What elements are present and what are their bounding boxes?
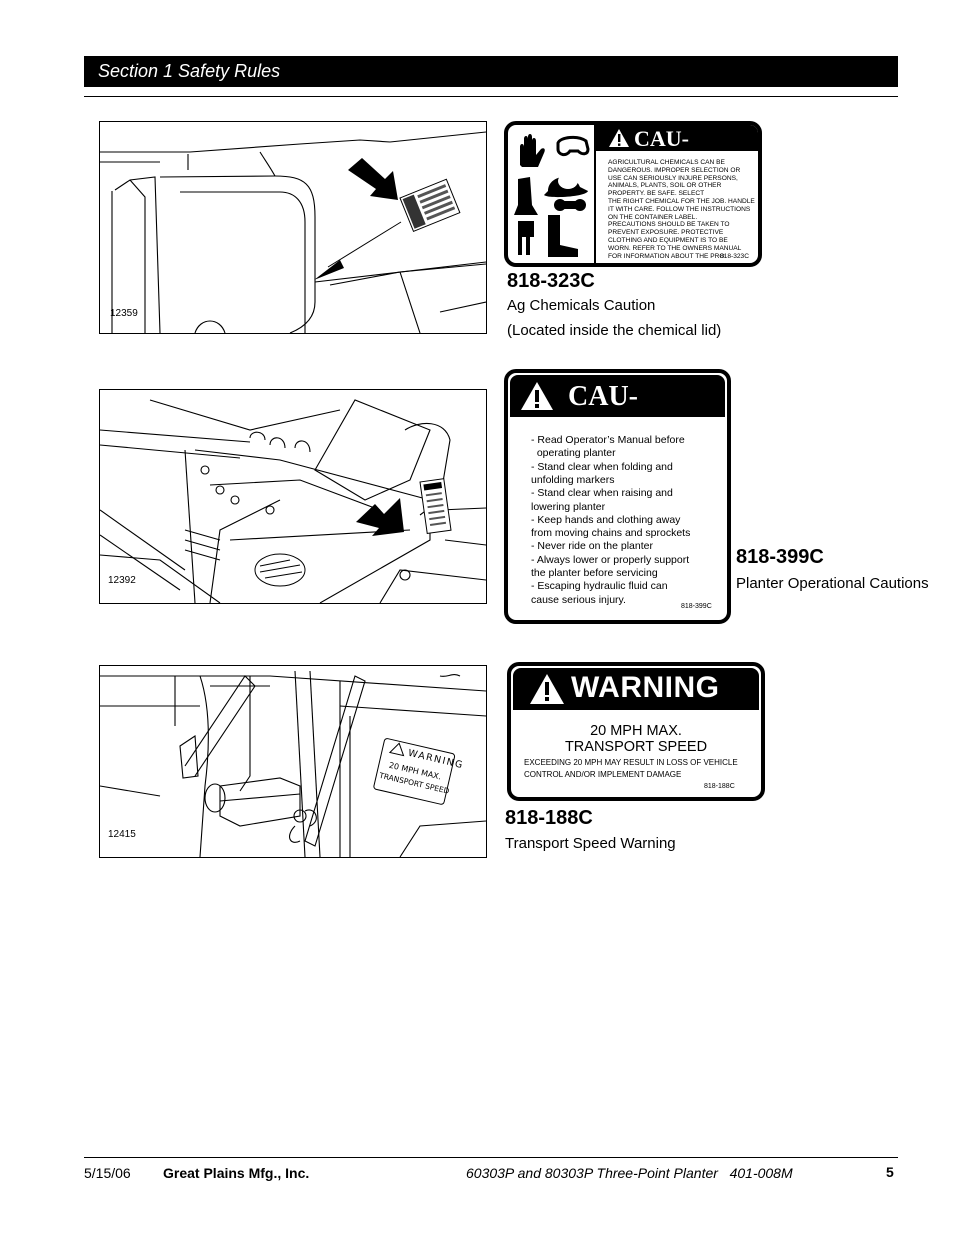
ppe-icons-panel [508,125,594,263]
decal-line: AGRICULTURAL CHEMICALS CAN BE [608,159,725,166]
decal-line: DANGEROUS. IMPROPER SELECTION OR [608,166,741,174]
decal-line: unfolding markers [531,473,615,486]
decal-headline: TRANSPORT SPEED [564,739,708,755]
footer-doc-title: 60303P and 80303P Three-Point Planter 40… [466,1165,793,1181]
decal-line: PREVENT EXPOSURE. PROTECTIVE [608,229,724,237]
decal-818-188c: WARNING 20 MPH MAX. TRANSPORT SPEED EXCE… [507,662,765,801]
decal-text-area: AGRICULTURAL CHEMICALS CAN BE DANGEROUS.… [594,151,756,263]
figure-12359: 12359 [99,121,487,334]
decal-line: - Always lower or properly support [531,553,690,566]
warning-triangle-icon [530,674,564,704]
chemical-lid-illustration [100,131,486,333]
decal-line: PRECAUTIONS SHOULD BE TAKEN TO [608,221,730,229]
part-number: 818-323C [507,270,595,292]
decal-line: lowering planter [531,500,606,513]
planter-hitch-illustration [100,399,486,603]
decal-line: the planter before servicing [531,567,658,579]
warning-triangle-icon [521,382,553,410]
warning-banner: WARNING [513,668,759,710]
decal-line: operating planter [531,447,616,460]
signal-word: WARNING [571,671,720,704]
section-header-bar: Section 1 Safety Rules [84,56,898,87]
decal-line: cause serious injury. [531,593,626,606]
figure-number: 12415 [108,829,136,840]
decal-818-399c: CAU- - Read Operator’s Manual before ope… [504,369,731,624]
decal-code: 818-323C [720,252,749,260]
decal-code: 818-399C [681,603,712,610]
decal-line: USE CAN SERIOUSLY INJURE PERSONS, [608,174,738,182]
warning-triangle-icon [609,129,629,147]
decal-line: IT WITH CARE. FOLLOW THE INSTRUCTIONS [608,205,751,213]
ppe-icons [514,134,590,257]
part-number: 818-188C [505,807,593,829]
figure-number: 12359 [110,308,138,319]
decal-line: - Read Operator’s Manual before [531,434,685,446]
footer-divider [84,1157,898,1158]
decal-line: CONTROL AND/OR IMPLEMENT DAMAGE [524,770,682,779]
signal-word: CAU- [568,381,638,412]
figure-12415: WARNING 20 MPH MAX. TRANSPORT SPEED 1241… [99,665,487,858]
decal-line: - Keep hands and clothing away [531,513,681,526]
decal-location-note: (Located inside the chemical lid) [507,322,722,339]
decal-description: Planter Operational Cautions [736,575,929,592]
header-divider [84,96,898,97]
decal-line: from moving chains and sprockets [531,527,691,540]
decal-line: ANIMALS, PLANTS, SOIL OR OTHER [608,182,722,190]
decal-818-323c: CAU- AGRICULTURAL CHEMICALS CAN BE DANGE… [504,121,762,267]
decal-line: - Stand clear when folding and [531,460,673,473]
caution-banner: CAU- [510,375,725,417]
decal-code: 818-188C [704,783,735,790]
page-number: 5 [886,1164,894,1180]
decal-description: Ag Chemicals Caution [507,297,656,314]
decal-line: - Never ride on the planter [531,540,653,553]
section-title: Section 1 Safety Rules [98,61,281,81]
decal-line: - Escaping hydraulic fluid can [531,580,668,593]
signal-word: CAU- [634,126,689,151]
footer-date: 5/15/06 [84,1165,131,1181]
decal-line: - Stand clear when raising and [531,487,673,500]
transport-bar-illustration: WARNING 20 MPH MAX. TRANSPORT SPEED [100,670,486,857]
part-number: 818-399C [736,546,824,568]
decal-line: EXCEEDING 20 MPH MAY RESULT IN LOSS OF V… [524,758,738,767]
caution-banner: CAU- [594,125,758,151]
figure-number: 12392 [108,575,136,586]
decal-line: CLOTHING AND EQUIPMENT IS TO BE [608,237,728,244]
decal-line: WORN. REFER TO THE OWNERS MANUAL [608,244,742,252]
decal-headline: 20 MPH MAX. [590,723,682,739]
decal-line: PROPERTY. BE SAFE. SELECT [608,190,705,198]
figure-12392: 12392 [99,389,487,604]
decal-line: FOR INFORMATION ABOUT THE PRO [608,252,725,260]
decal-line: ON THE CONTAINER LABEL. [608,213,698,221]
footer-company: Great Plains Mfg., Inc. [163,1165,310,1181]
decal-line: THE RIGHT CHEMICAL FOR THE JOB. HANDLE [608,198,755,205]
decal-description: Transport Speed Warning [505,835,676,852]
